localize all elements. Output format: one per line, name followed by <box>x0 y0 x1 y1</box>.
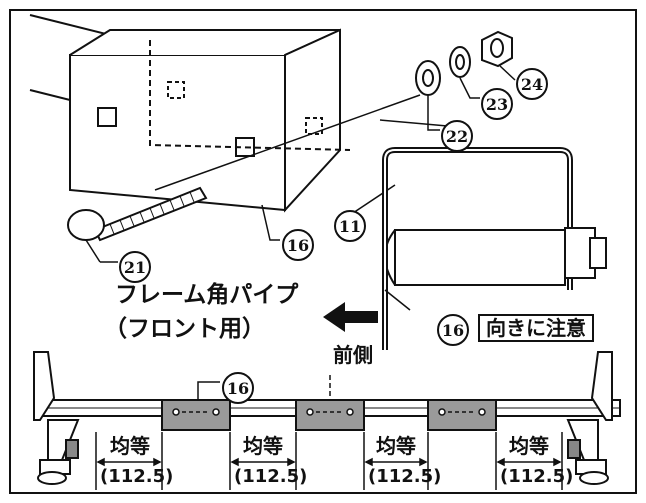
spacing-dimension: (112.5) <box>234 466 308 487</box>
part-24-label: 24 <box>516 68 548 100</box>
spacing-dimension: (112.5) <box>100 466 174 487</box>
orientation-note: 向きに注意 <box>478 314 594 342</box>
front-side-label: 前側 <box>333 343 373 367</box>
part-16-label: 16 <box>437 314 469 346</box>
equal-label: 均等 <box>110 434 150 458</box>
bolt-21-drawing <box>67 186 208 263</box>
equal-label: 均等 <box>243 434 283 458</box>
pipe-label-line2: （フロント用） <box>104 316 265 342</box>
diagram-frame <box>9 9 637 494</box>
front-arrow-icon <box>323 302 378 332</box>
part-22-label: 22 <box>441 120 473 152</box>
spacing-dimension: (112.5) <box>368 466 442 487</box>
spacing-dimension: (112.5) <box>500 466 574 487</box>
bottom-bracket <box>161 399 231 431</box>
washer-23-drawing <box>449 46 471 78</box>
bottom-brackets <box>161 381 497 431</box>
part-23-label: 23 <box>481 88 513 120</box>
part-16-label: 16 <box>282 229 314 261</box>
bracket-16-drawing <box>29 14 471 213</box>
frame-pipe-11-drawing <box>382 147 607 350</box>
bottom-bracket <box>295 399 365 431</box>
nut-24-drawing <box>481 30 513 68</box>
washer-22-drawing <box>415 60 441 96</box>
equal-label: 均等 <box>509 434 549 458</box>
dimension-lines <box>95 432 563 490</box>
equal-label: 均等 <box>376 434 416 458</box>
pipe-label-line1: フレーム角パイプ <box>115 282 299 308</box>
part-21-label: 21 <box>119 251 151 283</box>
part-11-label: 11 <box>334 210 366 242</box>
bottom-part-16-label: 16 <box>222 372 254 404</box>
bottom-bracket <box>427 399 497 431</box>
